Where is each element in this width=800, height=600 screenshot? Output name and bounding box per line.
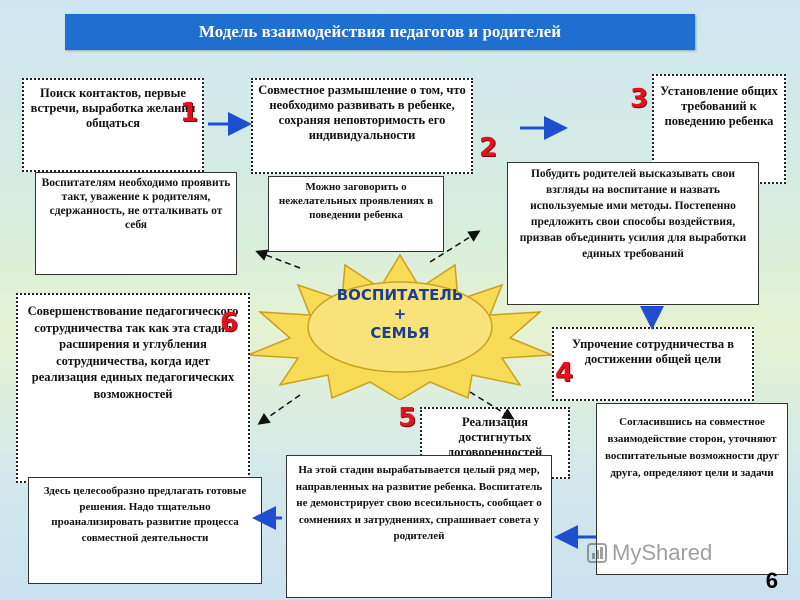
number-4: 4 xyxy=(555,358,574,388)
center-line-1: ВОСПИТАТЕЛЬ xyxy=(336,286,464,304)
slide-title: Модель взаимодействия педагогов и родите… xyxy=(65,14,695,50)
sun-burst-shape xyxy=(247,253,553,400)
number-5: 5 xyxy=(398,403,417,433)
center-line-3: СЕМЬЯ xyxy=(370,324,430,342)
step-4-box: Упрочение сотрудничества в достижении об… xyxy=(552,327,754,401)
center-label: ВОСПИТАТЕЛЬ + СЕМЬЯ xyxy=(290,286,510,343)
number-6: 6 xyxy=(220,308,239,338)
step-6-note: Здесь целесообразно предлагать готовые р… xyxy=(28,477,262,584)
watermark-text: MyShared xyxy=(612,540,713,565)
dashed-arrow-lower-right xyxy=(469,391,515,420)
step-4-note: Согласившись на совместное взаимодействи… xyxy=(596,403,788,575)
number-2: 2 xyxy=(479,133,498,163)
step-1-note: Воспитателям необходимо проявить такт, у… xyxy=(35,172,237,275)
step-5-note: На этой стадии вырабатывается целый ряд … xyxy=(286,455,552,598)
number-1: 1 xyxy=(180,98,199,128)
dashed-arrow-upper-right xyxy=(429,230,481,263)
center-line-2: + xyxy=(393,305,407,323)
dashed-arrow-lower-left xyxy=(257,394,301,425)
step-2-note: Можно заговорить о нежелательных проявле… xyxy=(268,176,444,252)
number-3: 3 xyxy=(630,84,649,114)
step-3-note: Побудить родителей высказывать свои взгл… xyxy=(507,162,759,305)
step-2-box: Совместное размышление о том, что необхо… xyxy=(251,78,473,174)
watermark-icon xyxy=(587,543,607,563)
dashed-arrow-upper-left xyxy=(255,249,301,269)
page-number: 6 xyxy=(765,568,778,593)
step-1-box: Поиск контактов, первые встречи, выработ… xyxy=(22,78,204,172)
